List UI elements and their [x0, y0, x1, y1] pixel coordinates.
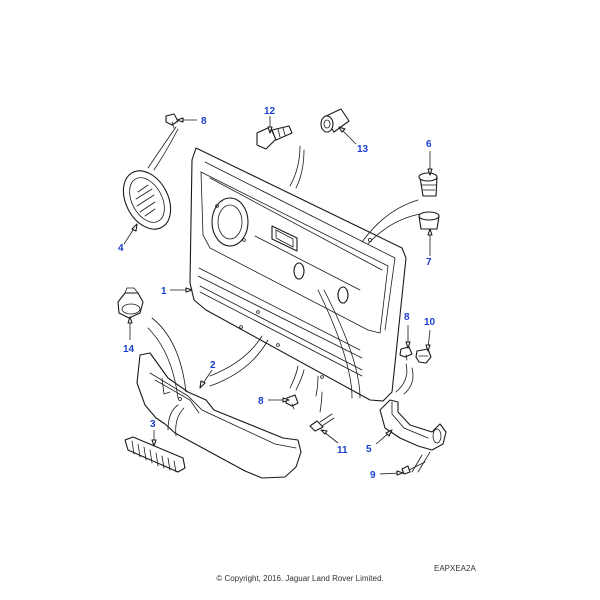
callout-1: 1: [161, 286, 167, 297]
fastener-8-top: [165, 113, 179, 129]
callout-6: 6: [426, 139, 432, 150]
callout-2: 2: [210, 360, 216, 371]
callout-8-top: 8: [201, 116, 207, 127]
callout-11: 11: [337, 445, 348, 456]
screw-9: [401, 461, 426, 475]
fastener-8-lower: [285, 394, 299, 410]
callout-labels: 1 2 3 4 5 6 7 8 8 8 9 10 11 12 13 14: [118, 106, 436, 481]
callout-7: 7: [426, 257, 432, 268]
clip-6: [418, 172, 438, 197]
lamp-14: [117, 287, 144, 319]
clip-7: [418, 211, 440, 230]
pull-handle: [379, 399, 447, 451]
callout-14: 14: [123, 344, 135, 355]
finisher-strip: [124, 436, 186, 473]
assembly-curves: [147, 126, 431, 473]
callout-10: 10: [424, 317, 436, 328]
door-trim-panel: [189, 147, 407, 402]
speaker-grille: [122, 170, 172, 230]
callout-4: 4: [118, 243, 124, 254]
callout-8-middle: 8: [404, 312, 410, 323]
retainer-clip-12: [256, 125, 293, 150]
arm-rest: [136, 352, 302, 479]
copyright-notice: © Copyright, 2016. Jaguar Land Rover Lim…: [216, 574, 384, 583]
diagram-reference-code: EAPXEA2A: [434, 564, 476, 573]
callout-3: 3: [150, 419, 156, 430]
clip-10: [415, 348, 432, 364]
callout-13: 13: [357, 144, 369, 155]
callout-8-lower: 8: [258, 396, 264, 407]
callout-9: 9: [370, 470, 376, 481]
screw-11: [309, 413, 335, 432]
bush-13: [320, 108, 350, 133]
leader-lines: [123, 116, 433, 476]
callout-5: 5: [366, 444, 372, 455]
fastener-8-middle: [399, 346, 413, 361]
callout-12: 12: [264, 106, 276, 117]
